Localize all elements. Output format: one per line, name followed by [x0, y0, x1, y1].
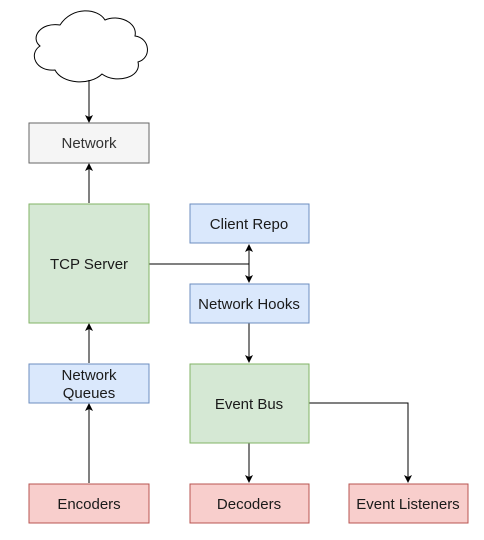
edges: [85, 80, 412, 483]
event-listeners-label: Event Listeners: [356, 496, 459, 513]
encoders-node: Encoders: [28, 483, 150, 524]
encoders-label: Encoders: [57, 496, 120, 513]
decoders-node: Decoders: [189, 483, 310, 524]
network-label: Network: [61, 135, 117, 152]
network-hooks-node: Network Hooks: [189, 283, 310, 324]
client-repo-box: [189, 203, 310, 244]
network-queues-node: Network Queues: [28, 363, 150, 404]
event-bus-label: Event Bus: [215, 396, 283, 413]
event-listeners-box: [348, 483, 469, 524]
network-queues-box: [28, 363, 150, 404]
network-box: [28, 122, 150, 164]
network-hooks-label: Network Hooks: [198, 296, 300, 313]
network-hooks-box: [189, 283, 310, 324]
client-repo-label: Client Repo: [210, 216, 288, 233]
tcp-server-box: [28, 203, 150, 324]
event-bus-node: Event Bus: [189, 363, 310, 444]
event-bus-box: [189, 363, 310, 444]
cloud-node: [33, 10, 148, 83]
decoders-label: Decoders: [217, 496, 281, 513]
encoders-box: [28, 483, 150, 524]
edge-tcp-server-to-client-repo: [149, 244, 253, 265]
network-queues-label-line2: Queues: [63, 385, 116, 402]
network-queues-label-line1: Network: [61, 367, 117, 384]
decoders-box: [189, 483, 310, 524]
edge-tcp-server-to-network-hooks: [149, 263, 253, 283]
client-repo-node: Client Repo: [189, 203, 310, 244]
event-listeners-node: Event Listeners: [348, 483, 469, 524]
tcp-server-node: TCP Server: [28, 203, 150, 324]
cloud-shape: [33, 10, 148, 83]
tcp-server-label: TCP Server: [50, 256, 128, 273]
edge-event-bus-to-event-listeners: [309, 402, 412, 483]
network-node: Network: [28, 122, 150, 164]
